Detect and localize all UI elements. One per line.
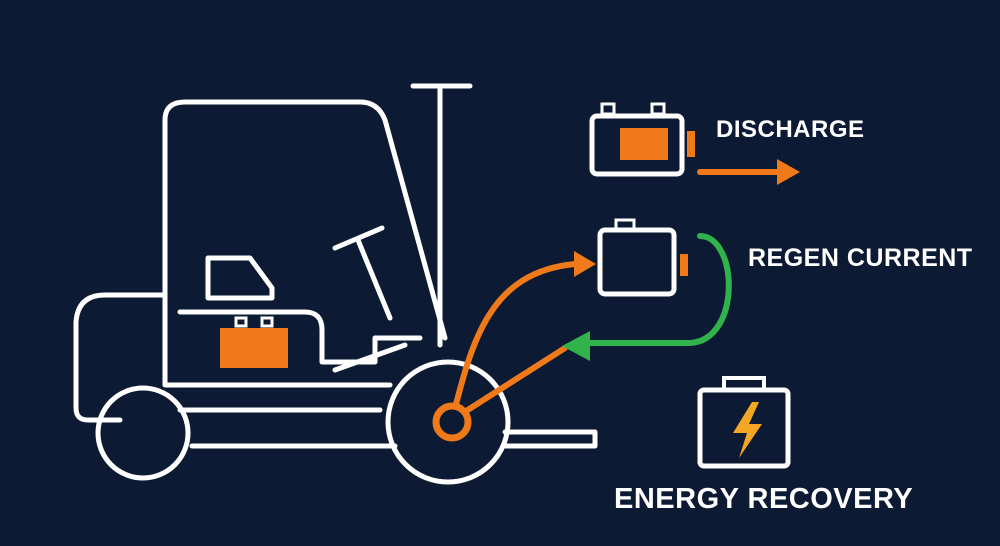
- forklift-counterweight: [73, 292, 168, 423]
- lightning-bolt-icon: [733, 402, 762, 458]
- hub-to-regen-path: [449, 345, 568, 423]
- forklift-floor: [162, 292, 393, 388]
- wheel-hub-icon: [432, 402, 472, 442]
- discharge-label: DISCHARGE: [716, 116, 865, 143]
- front-wheel-icon: [385, 359, 511, 485]
- discharge-arrowhead: [777, 159, 800, 185]
- regen-flow-path: [582, 233, 732, 346]
- regen-current-label: REGEN CURRENT: [748, 244, 973, 272]
- battery-regen-icon: [597, 218, 688, 297]
- forklift-seat: [205, 255, 275, 301]
- forklift-battery-icon: [220, 316, 288, 368]
- rear-wheel-icon: [95, 385, 191, 481]
- forklift-steering: [332, 225, 393, 321]
- discharge-flow-arrowhead: [574, 251, 596, 277]
- energy-recovery-label: ENERGY RECOVERY: [614, 483, 914, 515]
- forklift-icon: [73, 83, 598, 485]
- forklift-mast: [410, 83, 473, 348]
- battery-recovery-icon: [697, 376, 791, 469]
- forklift-chassis: [162, 99, 448, 341]
- discharge-flow-path: [449, 261, 578, 423]
- forklift-forks: [502, 429, 598, 449]
- battery-discharge-icon: [589, 102, 695, 177]
- forklift-seat-base: [177, 309, 423, 365]
- forklift-front: [332, 342, 408, 373]
- regen-flow-arrowhead: [562, 331, 590, 361]
